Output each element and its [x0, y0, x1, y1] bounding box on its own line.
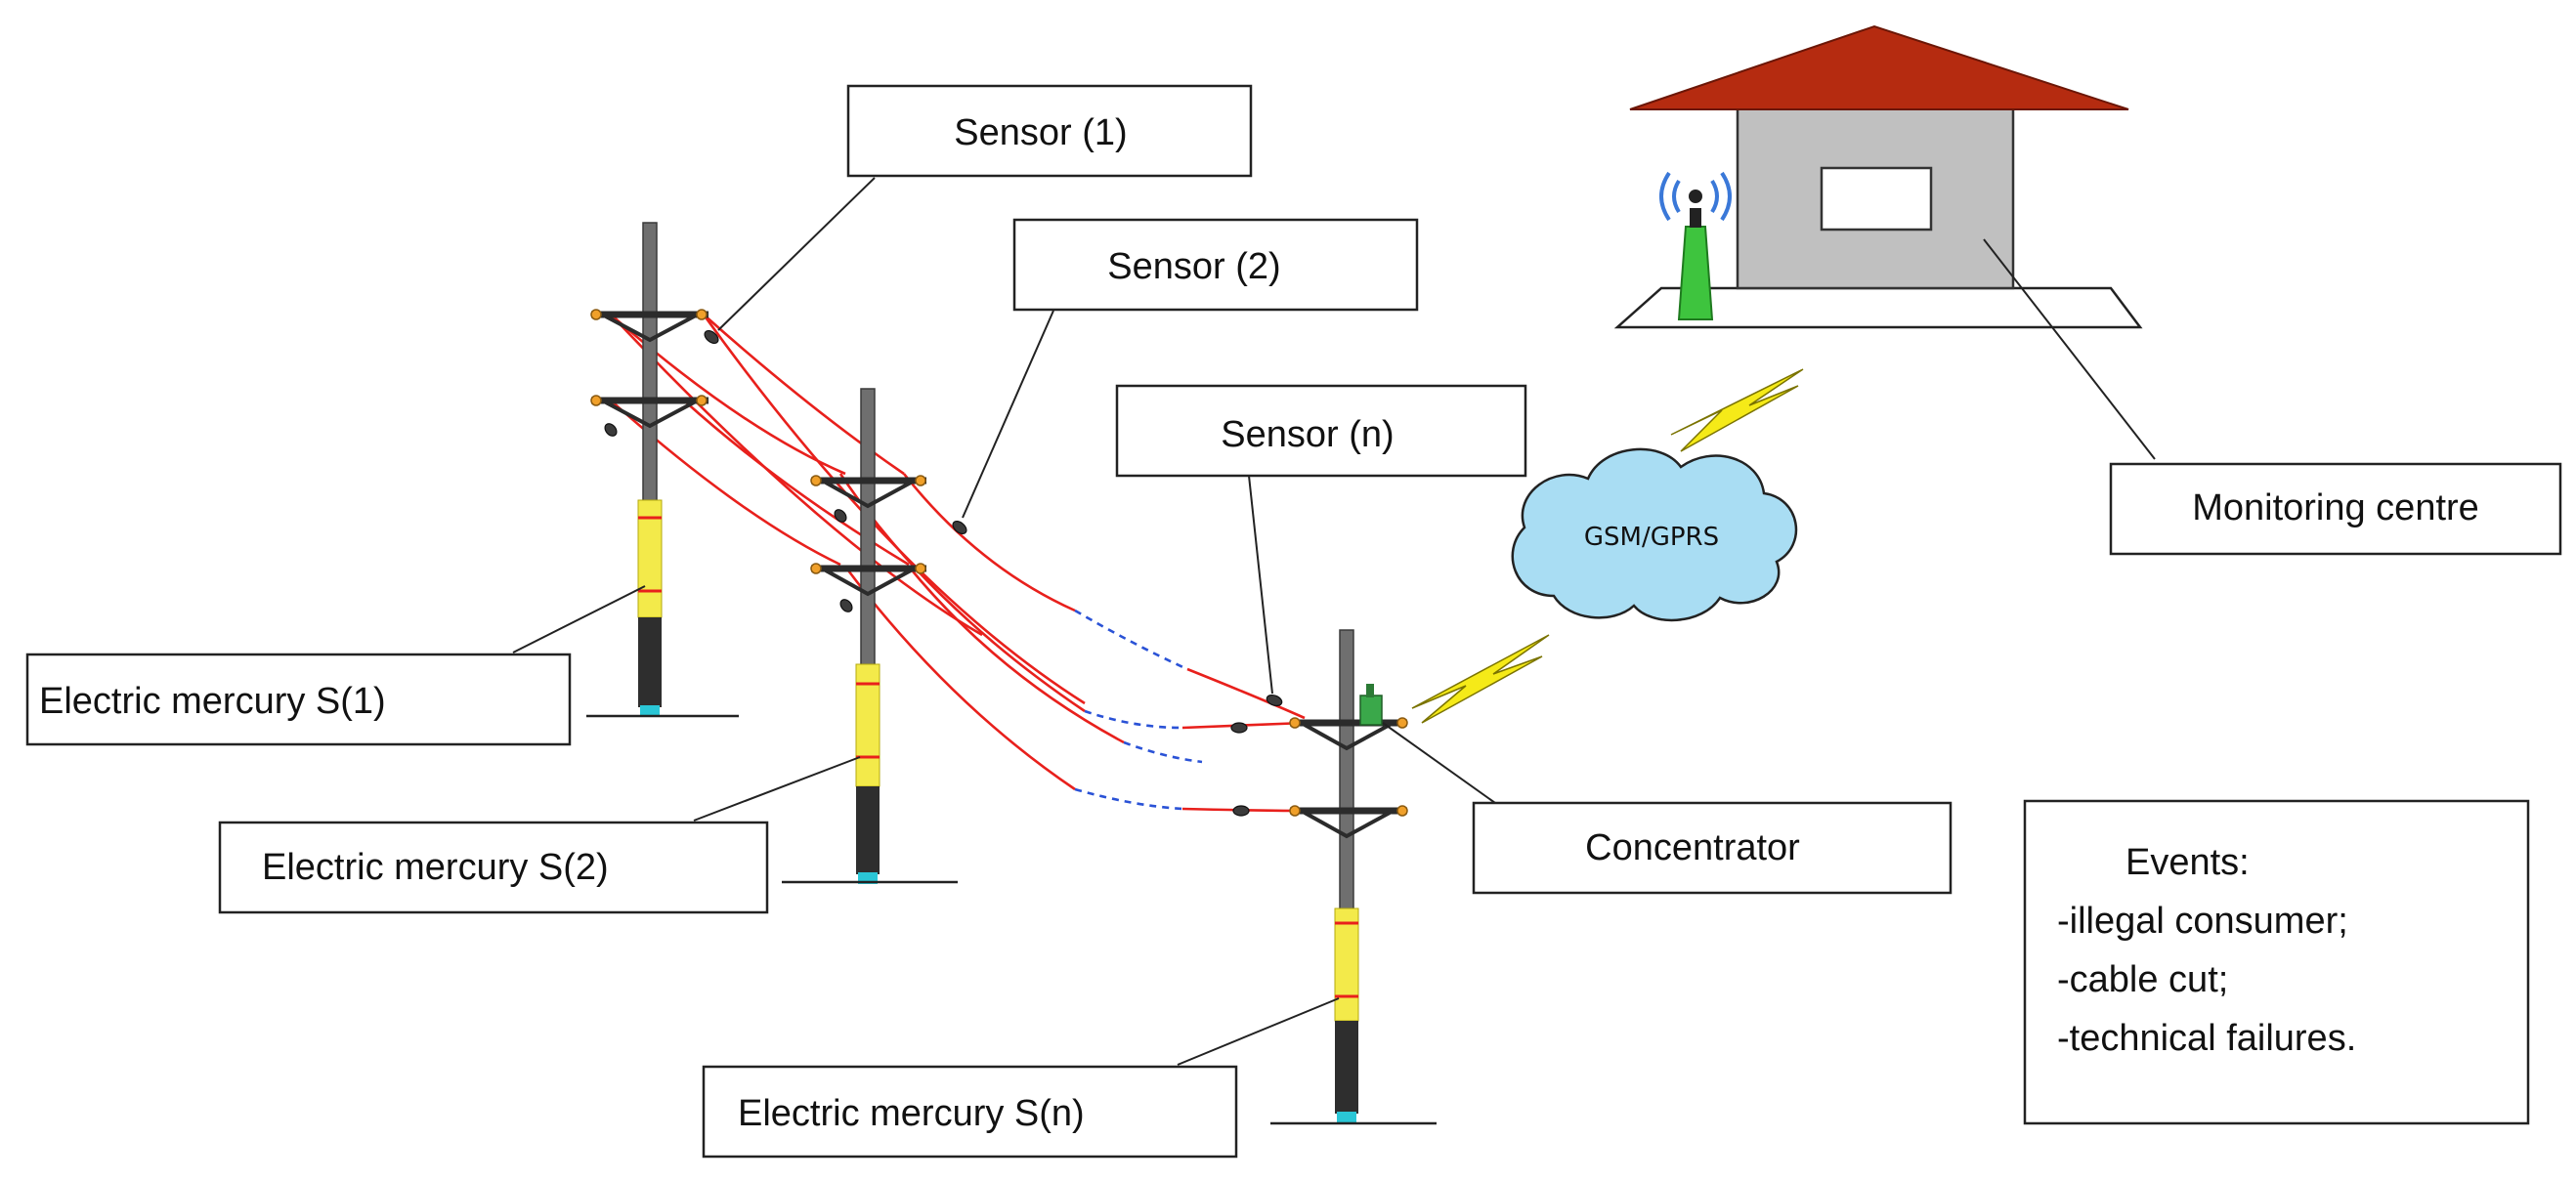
events-item: -technical failures.: [2057, 1018, 2356, 1059]
monitoring-centre-text: Monitoring centre: [2192, 487, 2479, 528]
mercury-1-label: Electric mercury S(1): [25, 653, 572, 746]
monitoring-centre-label: Monitoring centre: [2109, 462, 2562, 556]
mercury-2-text: Electric mercury S(2): [262, 847, 609, 888]
sensor-n-text: Sensor (n): [1221, 414, 1394, 455]
sensor-device-1: [704, 329, 719, 345]
monitoring-centre-house-icon: [1613, 24, 2143, 329]
sensor-device-n: [1266, 694, 1283, 707]
gsm-cloud-icon: GSM/GPRS: [1511, 447, 1798, 622]
sensor-1-text: Sensor (1): [954, 112, 1127, 153]
lightning-bolt-icon: [1670, 368, 1804, 452]
leader-sensor-1: [717, 177, 876, 331]
mercury-2-label: Electric mercury S(2): [218, 821, 769, 914]
house-window: [1820, 166, 1933, 232]
leader-sensor-2: [962, 310, 1054, 519]
leader-concentrator: [1382, 722, 1496, 804]
house-roof: [1629, 24, 2129, 110]
mercury-1-text: Electric mercury S(1): [39, 681, 386, 722]
mercury-n-text: Electric mercury S(n): [738, 1093, 1085, 1134]
utility-pole-n: [1230, 629, 1408, 1124]
leader-monitoring-centre: [1983, 238, 2156, 460]
concentrator-label: Concentrator: [1472, 801, 1953, 895]
radio-antenna-icon: [1659, 171, 1732, 320]
concentrator-device-icon: [1359, 684, 1383, 726]
events-title: Events:: [2125, 842, 2250, 883]
events-item: -cable cut;: [2057, 959, 2228, 1000]
leader-mercury-1: [512, 585, 646, 654]
sensor-2-text: Sensor (2): [1107, 246, 1280, 287]
sensor-2-label: Sensor (2): [1012, 218, 1419, 312]
leader-mercury-2: [693, 756, 861, 822]
sensor-1-label: Sensor (1): [846, 84, 1253, 178]
utility-pole-1: [590, 222, 719, 717]
events-box: Events: -illegal consumer; -cable cut; -…: [2023, 799, 2530, 1125]
leader-sensor-n: [1248, 475, 1273, 695]
sensor-device-2: [952, 520, 967, 535]
concentrator-text: Concentrator: [1585, 827, 1800, 868]
leader-mercury-n: [1177, 997, 1340, 1066]
events-item: -illegal consumer;: [2057, 901, 2348, 942]
lightning-bolt-icon: [1411, 634, 1550, 724]
mercury-n-label: Electric mercury S(n): [702, 1065, 1238, 1159]
gsm-gprs-text: GSM/GPRS: [1584, 523, 1719, 552]
utility-pole-2: [810, 388, 967, 884]
sensor-n-label: Sensor (n): [1115, 384, 1527, 478]
